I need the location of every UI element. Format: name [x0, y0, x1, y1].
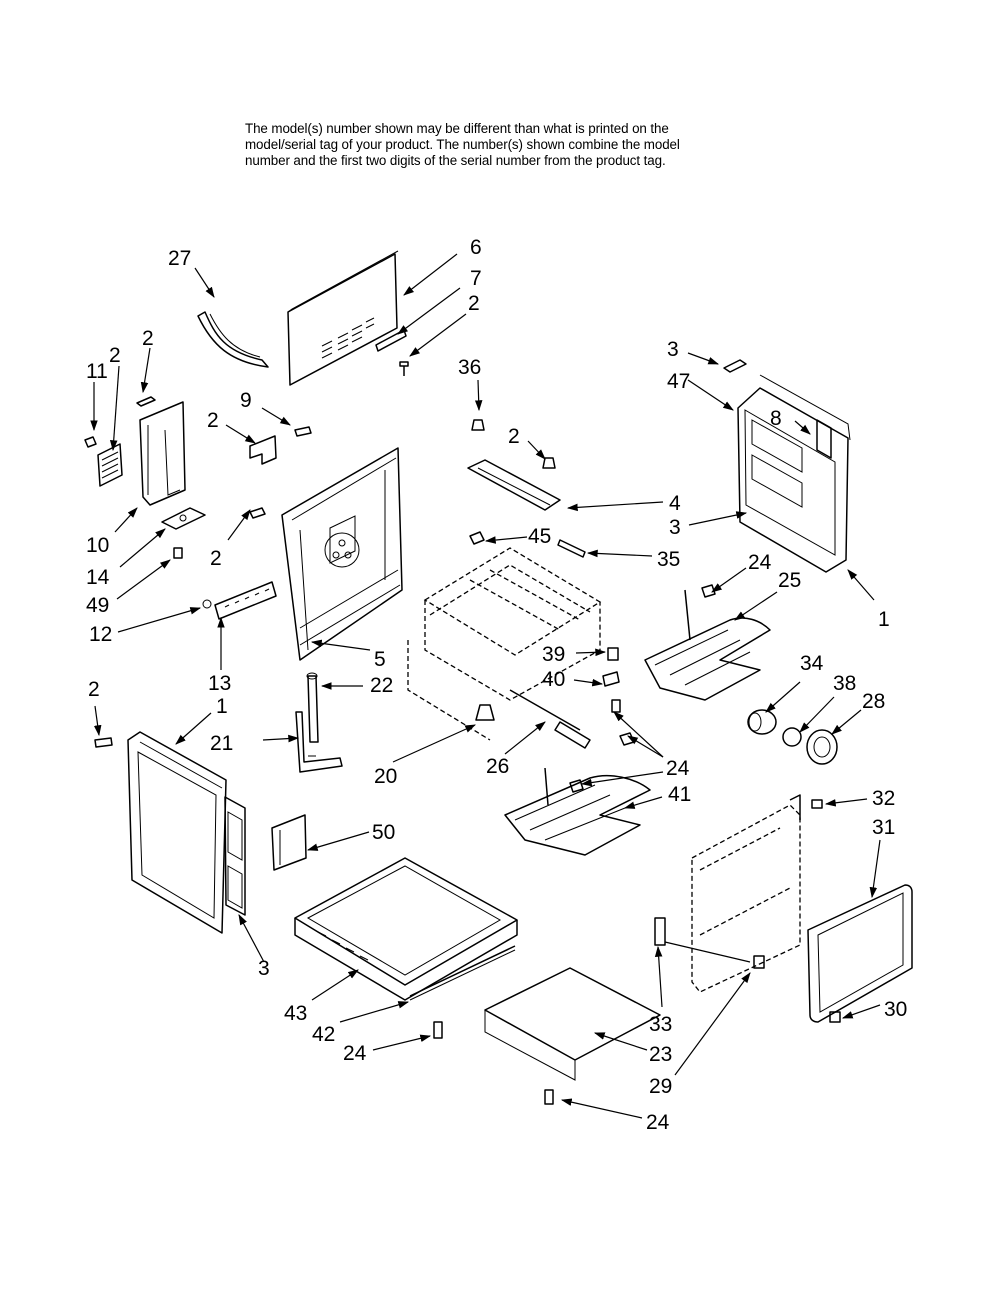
- part-25-broil-element: [644, 584, 771, 701]
- callout-14: 14: [86, 566, 110, 589]
- callout-42: 42: [312, 1023, 335, 1046]
- callout-3: 3: [669, 516, 681, 539]
- callout-8: 11: [86, 360, 108, 383]
- callout-3: 47: [667, 370, 690, 393]
- callout-29: 29: [649, 1075, 672, 1098]
- note-line: The model(s) number shown may be differe…: [245, 121, 669, 136]
- callout-10: 10: [86, 534, 109, 557]
- callout-34: 34: [800, 652, 824, 675]
- callout-32: 32: [872, 787, 895, 810]
- callout-1: 1: [216, 695, 228, 718]
- callout-38: 38: [833, 672, 856, 695]
- callout-36: 36: [458, 356, 481, 379]
- callout-31: 31: [872, 816, 895, 839]
- part-20-oven-cavity: [407, 547, 602, 741]
- callout-43: 43: [284, 1002, 307, 1025]
- callout-2: 3: [667, 338, 679, 361]
- part-24-bolt: [433, 1021, 443, 1039]
- screw-icon: [94, 359, 747, 748]
- callout-28: 28: [862, 690, 885, 713]
- callout-5: 5: [374, 648, 386, 671]
- part-9-z-bracket: [249, 435, 277, 465]
- part-1-side-panel: [127, 731, 227, 934]
- part-14-plate: [161, 507, 206, 530]
- callout-41: 41: [668, 783, 691, 806]
- part-41-bake-element: [504, 767, 651, 856]
- callout-4: 4: [669, 492, 681, 515]
- part-21-bracket: [295, 711, 343, 773]
- callout-24: 24: [748, 551, 772, 574]
- callout-9: 2: [207, 409, 219, 432]
- part-43-drawer-panel: [294, 857, 518, 1001]
- callout-23: 23: [649, 1043, 672, 1066]
- callout-35: 35: [657, 548, 680, 571]
- callout-49: 49: [86, 594, 109, 617]
- part-49-screw: [173, 547, 183, 559]
- callout-2: 2: [210, 547, 222, 570]
- part-31-33-door-assembly: [654, 794, 913, 1023]
- part-50-bracket: [271, 814, 307, 871]
- callout-12: 12: [89, 623, 112, 646]
- part-24-bottom-bolt: [544, 1089, 554, 1105]
- callout-26: 26: [486, 755, 509, 778]
- callout-1: 1: [878, 608, 890, 631]
- callout-13: 13: [208, 672, 231, 695]
- part-5-front-frame: [281, 447, 403, 661]
- callout-2: 2: [468, 292, 480, 315]
- part-27-insulation-strip: [197, 311, 269, 368]
- note-line: number and the first two digits of the s…: [245, 153, 666, 168]
- part-45-35-clips: [469, 531, 586, 558]
- callout-20: 20: [374, 765, 397, 788]
- callout-24: 24: [666, 757, 690, 780]
- part-34-38-28-lamp-parts: [747, 709, 838, 765]
- model-number-note: The model(s) number shown may be differe…: [245, 121, 765, 169]
- callout-40: 40: [542, 668, 565, 691]
- part-3-47-right-panel: [737, 374, 851, 573]
- callout-47: 8: [770, 407, 782, 430]
- part-6-back-panel: [287, 250, 399, 386]
- callout-33: 33: [649, 1013, 672, 1036]
- callout-45: 45: [528, 525, 551, 548]
- part-23-bottom-plate: [484, 967, 661, 1081]
- callout-2: 9: [240, 389, 252, 412]
- callout-39: 39: [542, 643, 565, 666]
- callout-2: 2: [88, 678, 100, 701]
- callout-50: 50: [372, 821, 395, 844]
- part-42-rod: [409, 945, 516, 1001]
- callout-labels: 27 6 7 2 36 2 3 47 8 11 2 2 9 2 4 3 10 1…: [86, 236, 907, 1134]
- part-7-bracket: [375, 329, 407, 352]
- callout-22: 22: [370, 674, 393, 697]
- callout-21: 21: [210, 732, 233, 755]
- callout-25: 25: [778, 569, 801, 592]
- callout-30: 30: [884, 998, 907, 1021]
- part-39-40-26-fittings: [509, 647, 635, 749]
- callout-2: 2: [142, 327, 154, 350]
- callout-3: 3: [258, 957, 270, 980]
- leader-lines: [90, 253, 881, 1119]
- callout-24: 24: [646, 1111, 670, 1134]
- part-12-13-terminal-block: [202, 581, 277, 620]
- callout-6: 6: [470, 236, 482, 259]
- callout-27: 27: [168, 247, 191, 270]
- part-4-top-bracket: [467, 419, 561, 511]
- part-22-rod: [306, 672, 319, 743]
- callout-24: 24: [343, 1042, 367, 1065]
- callout-2: 2: [508, 425, 520, 448]
- callout-7: 7: [470, 267, 482, 290]
- callout-11: 2: [109, 344, 121, 367]
- note-line: model/serial tag of your product. The nu…: [245, 137, 680, 152]
- part-10-11-bracket-assembly: [84, 401, 186, 506]
- part-3-side-cutout-panel: [224, 796, 246, 916]
